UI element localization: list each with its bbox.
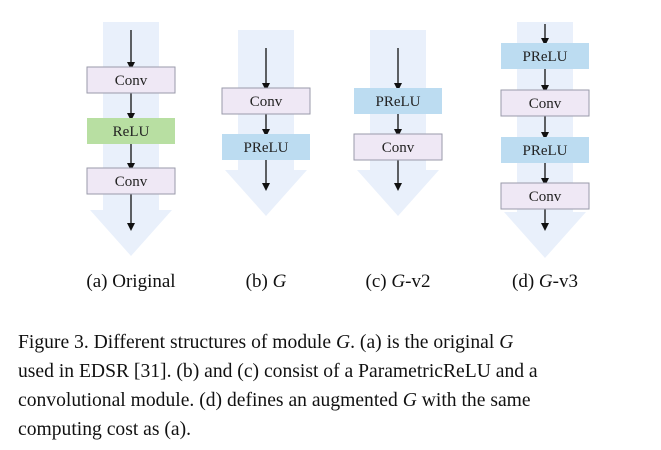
conv-block: Conv bbox=[86, 167, 176, 195]
conv-block-box bbox=[500, 89, 590, 117]
prelu-block-box bbox=[501, 43, 589, 69]
conv-block: Conv bbox=[500, 89, 590, 117]
figure-caption: Figure 3. Different structures of module… bbox=[18, 328, 646, 444]
caption-text: with the same bbox=[416, 390, 531, 411]
prelu-block-label: PReLU bbox=[244, 140, 289, 156]
caption-line-3: convolutional module. (d) defines an aug… bbox=[18, 386, 646, 415]
prelu-block: PReLU bbox=[501, 137, 589, 163]
conv-block-box bbox=[86, 167, 176, 195]
conv-block-label: Conv bbox=[115, 73, 148, 89]
subfigure-label: (c) G-v2 bbox=[366, 271, 431, 292]
panel-c: PReLU Conv (c) G-v2 bbox=[353, 30, 443, 292]
caption-text: convolutional module. (d) defines an aug… bbox=[18, 390, 403, 411]
conv-block-box bbox=[500, 182, 590, 210]
relu-block-box bbox=[87, 118, 175, 144]
prelu-block-box bbox=[354, 88, 442, 114]
caption-text: computing cost as (a). bbox=[18, 419, 192, 440]
conv-block-box bbox=[221, 87, 311, 115]
subfigure-label: (b) G bbox=[246, 271, 287, 292]
conv-block-label: Conv bbox=[529, 189, 562, 205]
prelu-block-label: PReLU bbox=[376, 94, 421, 110]
conv-block-box bbox=[353, 133, 443, 161]
caption-line-4: computing cost as (a). bbox=[18, 415, 646, 444]
conv-block: Conv bbox=[500, 182, 590, 210]
caption-symbol-g: G bbox=[499, 332, 514, 353]
subfigure-label: (a) Original bbox=[86, 271, 175, 292]
conv-block-label: Conv bbox=[250, 94, 283, 110]
prelu-block-box bbox=[501, 137, 589, 163]
relu-block: ReLU bbox=[87, 118, 175, 144]
prelu-block: PReLU bbox=[354, 88, 442, 114]
prelu-block: PReLU bbox=[222, 134, 310, 160]
caption-symbol-g: G bbox=[335, 332, 351, 353]
conv-block: Conv bbox=[353, 133, 443, 161]
caption-text: . (a) is the original bbox=[350, 332, 500, 353]
conv-block-label: Conv bbox=[529, 96, 562, 112]
caption-line-1: Figure 3. Different structures of module… bbox=[18, 328, 646, 357]
caption-text: Figure 3. Different structures of module bbox=[18, 332, 336, 353]
subfigure-label: (d) G-v3 bbox=[512, 271, 578, 292]
conv-block-label: Conv bbox=[382, 140, 415, 156]
conv-block: Conv bbox=[221, 87, 311, 115]
conv-block-label: Conv bbox=[115, 174, 148, 190]
prelu-block-label: PReLU bbox=[523, 143, 568, 159]
prelu-block: PReLU bbox=[501, 43, 589, 69]
relu-block-label: ReLU bbox=[113, 124, 150, 140]
conv-block: Conv bbox=[86, 66, 176, 94]
prelu-block-label: PReLU bbox=[523, 49, 568, 65]
caption-symbol-g: G bbox=[402, 390, 417, 411]
conv-block-box bbox=[86, 66, 176, 94]
caption-line-2: used in EDSR [31]. (b) and (c) consist o… bbox=[18, 357, 646, 386]
caption-text: used in EDSR [31]. (b) and (c) consist o… bbox=[18, 361, 538, 382]
prelu-block-box bbox=[222, 134, 310, 160]
